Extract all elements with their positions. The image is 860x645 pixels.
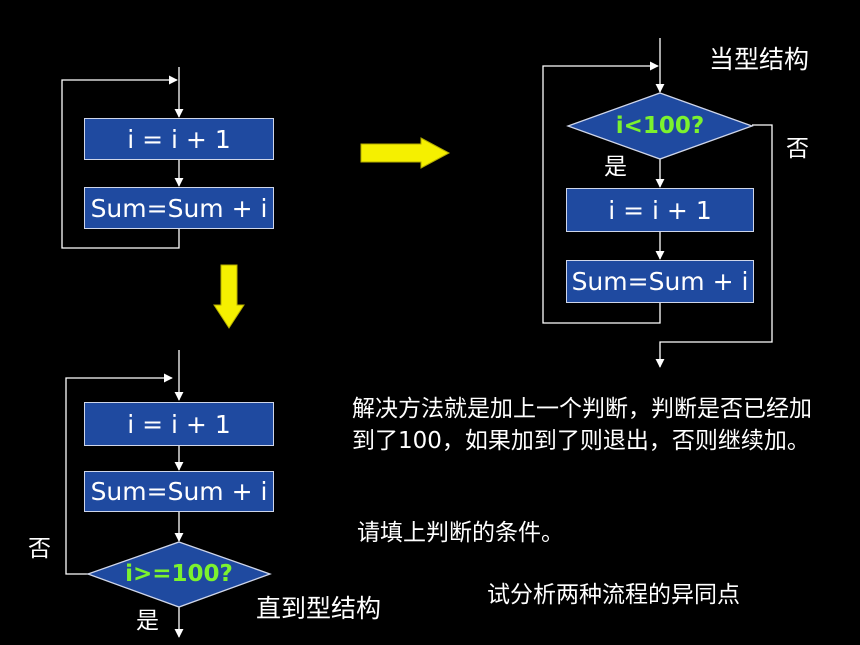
until-increment-label: i = i + 1 <box>127 409 231 439</box>
top-left-sum-label: Sum=Sum + i <box>90 193 268 223</box>
top-left-increment-label: i = i + 1 <box>127 124 231 154</box>
while-loop-lines <box>542 38 773 368</box>
until-loop-lines <box>65 350 184 638</box>
until-loop-title: 直到型结构 <box>256 594 382 623</box>
until-condition-diamond <box>86 541 272 608</box>
while-increment-label: i = i + 1 <box>608 195 712 225</box>
prompt-text: 请填上判断的条件。 <box>357 520 564 546</box>
while-loop-title: 当型结构 <box>709 45 810 74</box>
while-yes-label: 是 <box>604 154 627 180</box>
until-sum-label: Sum=Sum + i <box>90 477 268 506</box>
until-no-label: 否 <box>28 536 51 562</box>
until-sum-box: Sum=Sum + i <box>84 471 274 512</box>
analysis-text: 试分析两种流程的异同点 <box>487 582 740 608</box>
down-arrow-icon <box>213 264 245 329</box>
until-increment-box: i = i + 1 <box>84 402 274 446</box>
top-left-loop-lines <box>61 67 184 249</box>
until-condition-text: i>=100? <box>125 561 233 587</box>
while-no-label: 否 <box>786 136 809 162</box>
while-increment-box: i = i + 1 <box>566 188 754 232</box>
while-condition-text: i<100? <box>615 113 705 139</box>
right-arrow-icon <box>360 137 451 169</box>
top-left-sum-box: Sum=Sum + i <box>84 187 274 229</box>
solution-text: 解决方法就是加上一个判断，判断是否已经加到了100，如果加到了则退出，否则继续加… <box>352 396 812 454</box>
while-sum-box: Sum=Sum + i <box>566 260 754 303</box>
while-sum-label: Sum=Sum + i <box>571 267 749 296</box>
while-condition-diamond <box>566 92 754 160</box>
until-yes-label: 是 <box>136 608 159 634</box>
top-left-increment-box: i = i + 1 <box>84 118 274 160</box>
